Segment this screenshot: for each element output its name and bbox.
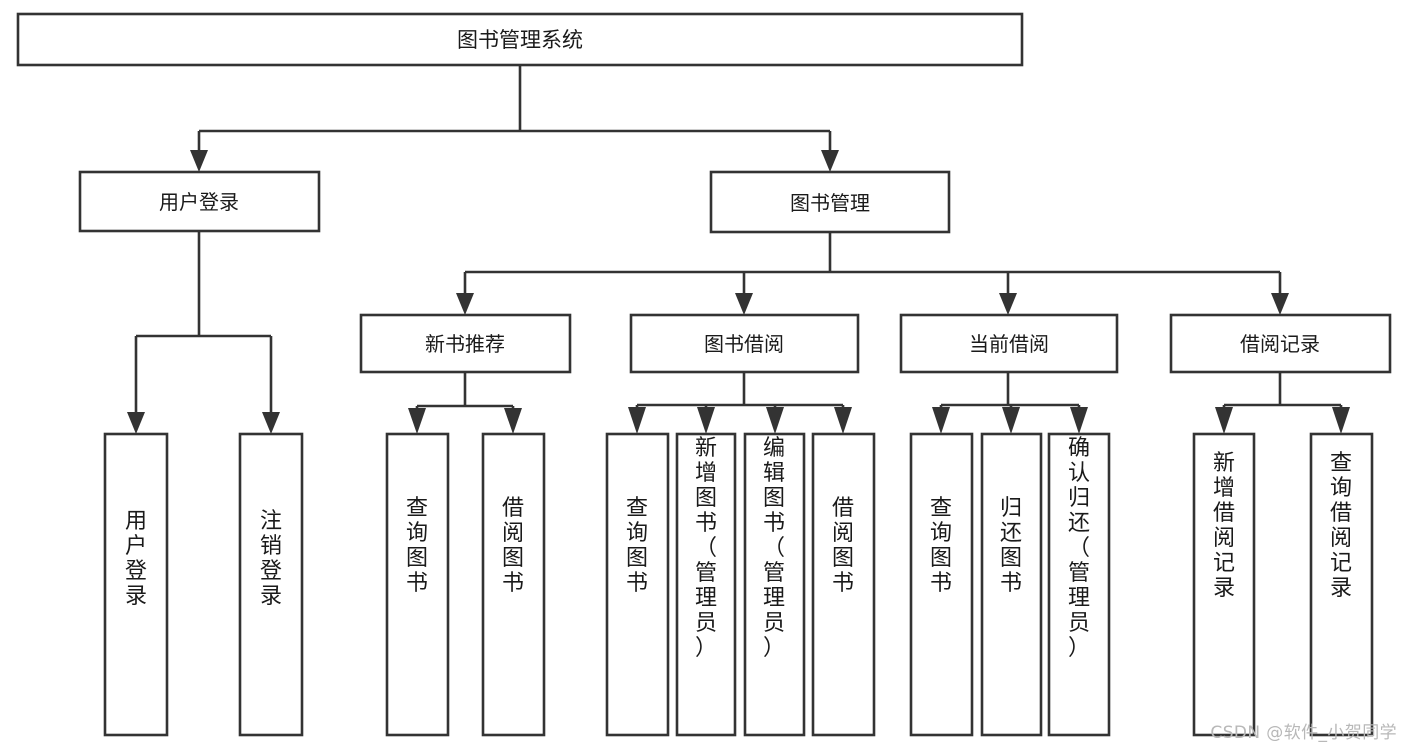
leaf-query-book-a-box[interactable] bbox=[385, 432, 450, 737]
leaf-confirm-return-box[interactable] bbox=[1047, 432, 1111, 737]
leaf-borrow-book-a[interactable] bbox=[481, 432, 546, 737]
leaf-user-login-box[interactable] bbox=[103, 432, 169, 737]
arrow-bb-leaf-2 bbox=[697, 407, 715, 434]
leaf-query-book-a-label: 查询图书 bbox=[406, 496, 428, 596]
leaf-borrow-book-a-label: 借阅图书 bbox=[502, 496, 524, 596]
leaf-borrow-book-b[interactable] bbox=[811, 432, 876, 737]
arrow-user-login-leaf-2 bbox=[262, 412, 280, 434]
leaf-query-record[interactable] bbox=[1309, 432, 1374, 737]
leaf-borrow-book-b-label: 借阅图书 bbox=[832, 496, 854, 596]
arrow-user-login-leaf-1 bbox=[127, 412, 145, 434]
arrow-cb-leaf-2 bbox=[1002, 407, 1020, 434]
leaf-user-login-label: 用户登录 bbox=[125, 509, 147, 609]
leaf-edit-book-label: 编辑图书（管理员） bbox=[763, 436, 785, 661]
node-borrow-record[interactable]: 借阅记录 bbox=[1169, 313, 1392, 374]
leaf-borrow-book-a-box[interactable] bbox=[481, 432, 546, 737]
node-current-borrow[interactable]: 当前借阅 bbox=[899, 313, 1119, 374]
leaf-add-record-box[interactable] bbox=[1192, 432, 1256, 737]
leaf-label-layer: 用户登录 注销登录 查询图书 借阅图书 查询图书 新增图书（管理员） 编辑图书（… bbox=[125, 436, 1352, 661]
root-label: 图书管理系统 bbox=[457, 28, 583, 52]
leaf-logout-label: 注销登录 bbox=[260, 509, 282, 609]
leaf-add-book[interactable] bbox=[675, 432, 737, 737]
node-user-login[interactable]: 用户登录 bbox=[78, 170, 321, 233]
book-borrow-label: 图书借阅 bbox=[704, 332, 784, 356]
arrow-bb-leaf-3 bbox=[766, 407, 784, 434]
node-book-manage[interactable]: 图书管理 bbox=[709, 170, 951, 234]
arrow-root-to-user-login bbox=[190, 150, 208, 172]
user-login-box[interactable] bbox=[78, 170, 321, 233]
leaf-query-book-c-box[interactable] bbox=[909, 432, 974, 737]
leaf-confirm-return-label: 确认归还（管理员） bbox=[1068, 436, 1090, 661]
leaf-query-record-label: 查询借阅记录 bbox=[1330, 451, 1352, 601]
book-manage-box[interactable] bbox=[709, 170, 951, 234]
leaf-add-book-label: 新增图书（管理员） bbox=[695, 436, 717, 661]
arrow-cb-leaf-3 bbox=[1070, 407, 1088, 434]
leaf-logout-box[interactable] bbox=[238, 432, 304, 737]
arrow-bm-to-new-book-rec bbox=[456, 293, 474, 315]
leaf-query-book-a[interactable] bbox=[385, 432, 450, 737]
book-borrow-box[interactable] bbox=[629, 313, 860, 374]
leaf-logout[interactable] bbox=[238, 432, 304, 737]
arrow-nbr-leaf-2 bbox=[504, 408, 522, 434]
arrow-bb-leaf-4 bbox=[834, 407, 852, 434]
node-root[interactable]: 图书管理系统 bbox=[16, 12, 1024, 67]
arrow-bm-to-book-borrow bbox=[735, 293, 753, 315]
arrow-bm-to-borrow-record bbox=[1271, 293, 1289, 315]
current-borrow-label: 当前借阅 bbox=[969, 332, 1049, 356]
leaf-query-book-c-label: 查询图书 bbox=[930, 496, 952, 596]
leaf-add-book-box[interactable] bbox=[675, 432, 737, 737]
root-box[interactable] bbox=[16, 12, 1024, 67]
new-book-rec-box[interactable] bbox=[359, 313, 572, 374]
current-borrow-box[interactable] bbox=[899, 313, 1119, 374]
leaf-user-login[interactable] bbox=[103, 432, 169, 737]
book-manage-label: 图书管理 bbox=[790, 191, 870, 215]
leaf-confirm-return[interactable] bbox=[1047, 432, 1111, 737]
leaf-query-book-b[interactable] bbox=[605, 432, 670, 737]
borrow-record-label: 借阅记录 bbox=[1240, 332, 1320, 356]
node-new-book-rec[interactable]: 新书推荐 bbox=[359, 313, 572, 374]
arrow-br-leaf-2 bbox=[1332, 407, 1350, 434]
leaf-return-book-label: 归还图书 bbox=[1000, 496, 1022, 596]
leaf-add-record[interactable] bbox=[1192, 432, 1256, 737]
leaf-return-book[interactable] bbox=[980, 432, 1043, 737]
arrow-br-leaf-1 bbox=[1215, 407, 1233, 434]
leaf-edit-book-box[interactable] bbox=[743, 432, 806, 737]
arrow-bb-leaf-1 bbox=[628, 407, 646, 434]
arrow-root-to-book-manage bbox=[821, 150, 839, 172]
leaf-return-book-box[interactable] bbox=[980, 432, 1043, 737]
arrow-bm-to-current-borrow bbox=[999, 293, 1017, 315]
leaf-query-book-b-box[interactable] bbox=[605, 432, 670, 737]
connector-layer bbox=[127, 65, 1350, 434]
leaf-query-book-b-label: 查询图书 bbox=[626, 496, 648, 596]
leaf-add-record-label: 新增借阅记录 bbox=[1213, 451, 1235, 601]
leaf-edit-book[interactable] bbox=[743, 432, 806, 737]
user-login-label: 用户登录 bbox=[159, 190, 239, 214]
leaf-borrow-book-b-box[interactable] bbox=[811, 432, 876, 737]
arrow-nbr-leaf-1 bbox=[408, 408, 426, 434]
leaf-query-book-c[interactable] bbox=[909, 432, 974, 737]
new-book-rec-label: 新书推荐 bbox=[425, 332, 505, 356]
node-book-borrow[interactable]: 图书借阅 bbox=[629, 313, 860, 374]
borrow-record-box[interactable] bbox=[1169, 313, 1392, 374]
arrow-cb-leaf-1 bbox=[932, 407, 950, 434]
leaf-query-record-box[interactable] bbox=[1309, 432, 1374, 737]
